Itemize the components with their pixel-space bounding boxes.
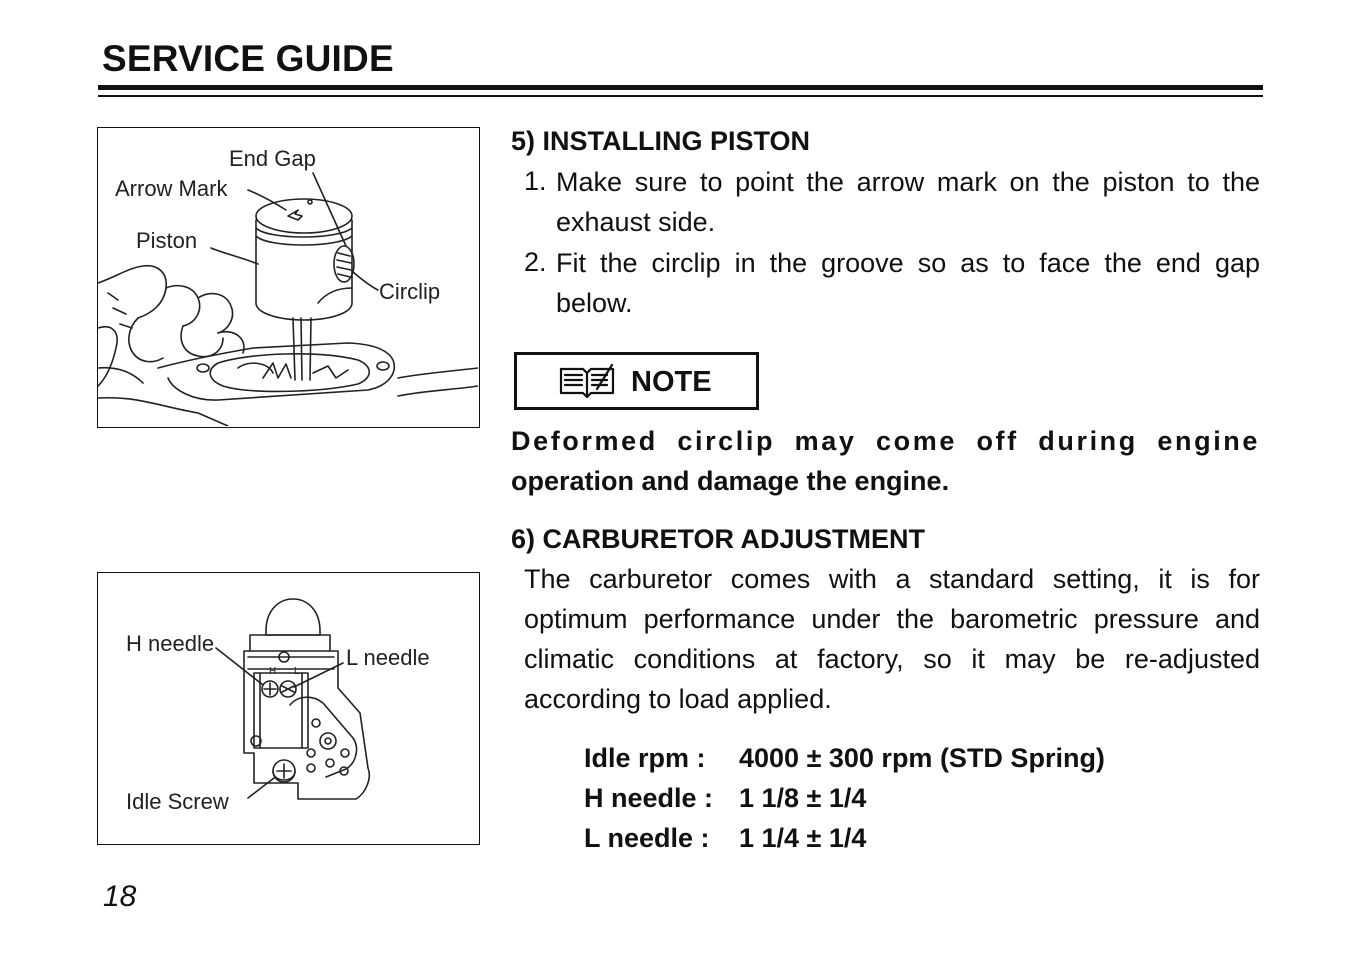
carburetor-paragraph: The carburetor comes with a standard set… xyxy=(524,564,1260,714)
step-text: Fit the circlip in the groove so as to f… xyxy=(556,248,1260,318)
label-circlip: Circlip xyxy=(379,279,441,304)
step-text: Make sure to point the arrow mark on the… xyxy=(556,167,1260,237)
section-title-installing-piston: 5) INSTALLING PISTON xyxy=(511,126,811,156)
book-icon xyxy=(559,363,615,399)
label-arrow-mark: Arrow Mark xyxy=(115,176,228,201)
label-end-gap: End Gap xyxy=(229,146,316,171)
note-box: NOTE xyxy=(514,352,759,410)
spec-value-idle-rpm: 4000 ± 300 rpm (STD Spring) xyxy=(739,743,1105,773)
section-title-carburetor-adjustment: 6) CARBURETOR ADJUSTMENT xyxy=(511,524,926,554)
label-l-needle: L needle xyxy=(346,645,430,670)
step-number: 1. xyxy=(524,166,547,196)
spec-label-h-needle: H needle : xyxy=(584,783,714,813)
label-h-needle: H needle xyxy=(126,631,215,656)
label-piston: Piston xyxy=(136,228,198,253)
page-title: SERVICE GUIDE xyxy=(102,38,394,79)
spec-label-l-needle: L needle : xyxy=(584,823,710,853)
note-label: NOTE xyxy=(631,366,712,398)
label-idle-screw: Idle Screw xyxy=(126,789,229,814)
spec-value-l-needle: 1 1/4 ± 1/4 xyxy=(739,823,867,853)
label-l-mark: L xyxy=(294,666,300,677)
note-text-line: operation and damage the engine. xyxy=(511,466,950,496)
carburetor-illustration xyxy=(215,598,371,800)
spec-value-h-needle: 1 1/8 ± 1/4 xyxy=(739,783,867,813)
carburetor-figure: H L H needle L needle Idle Screw xyxy=(97,572,480,845)
step-number: 2. xyxy=(524,247,547,277)
note-text-line: Deformed circlip may come off during eng… xyxy=(511,426,1260,456)
note-text: Deformed circlip may come off during eng… xyxy=(511,421,1260,501)
header-rule-thick xyxy=(98,85,1263,90)
label-h-mark: H xyxy=(269,666,277,677)
piston-illustration xyxy=(98,172,478,426)
piston-figure: End Gap Arrow Mark Piston Circlip xyxy=(97,127,480,428)
spec-label-idle-rpm: Idle rpm : xyxy=(584,743,706,773)
page-number: 18 xyxy=(103,880,137,913)
header-rule-thin xyxy=(98,95,1263,97)
